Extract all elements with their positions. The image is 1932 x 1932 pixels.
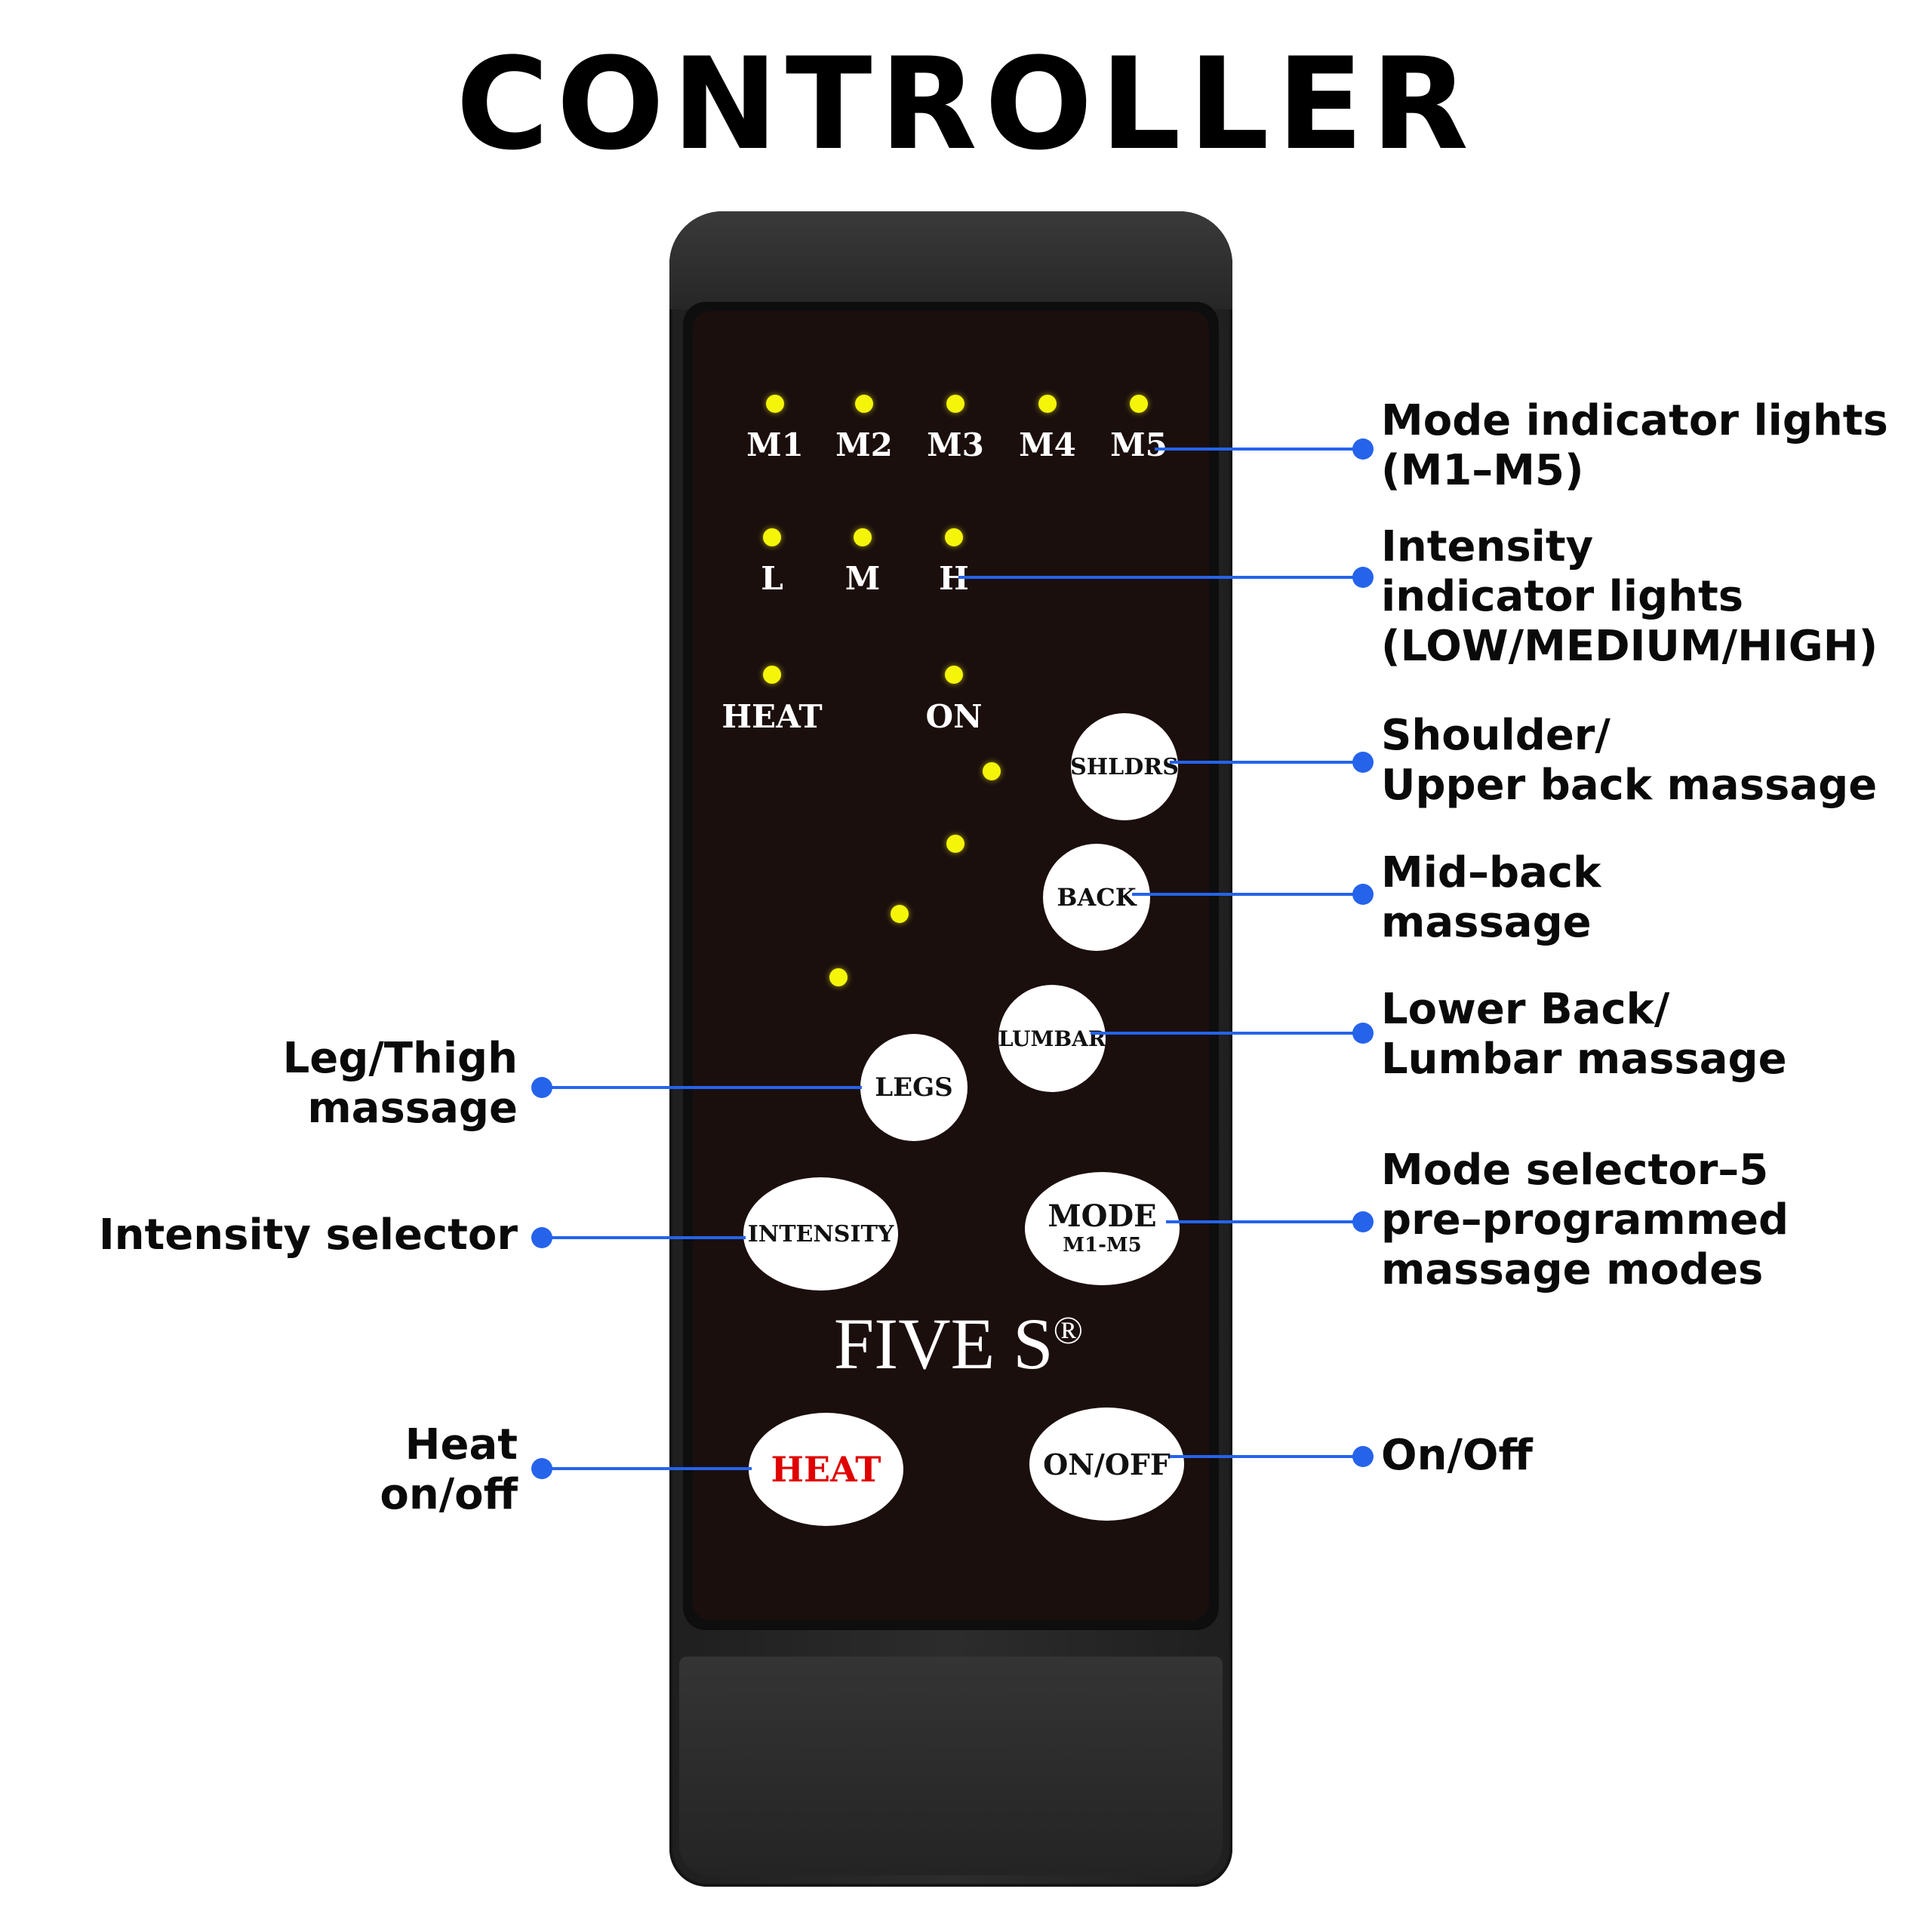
- intensity-button[interactable]: INTENSITY: [743, 1177, 898, 1291]
- heat-led-label: HEAT: [721, 698, 823, 735]
- callout-line-intensity-lights: [958, 576, 1361, 579]
- shoulders-button-label: SHLDRS: [1070, 753, 1179, 780]
- onoff-button[interactable]: ON/OFF: [1029, 1407, 1184, 1521]
- onoff-button-label: ON/OFF: [1043, 1447, 1171, 1481]
- annotation-midback: Mid–back massage: [1381, 848, 1601, 948]
- mode-led-m3: [946, 395, 964, 413]
- mode-label-m3: M3: [927, 426, 984, 463]
- annotation-mode-lights-line2: (M1–M5): [1381, 446, 1584, 495]
- annotation-mode-selector-line3: massage modes: [1381, 1245, 1764, 1294]
- annotation-lumbar: Lower Back/ Lumbar massage: [1381, 985, 1787, 1084]
- annotation-legs-line1: Leg/Thigh: [282, 1034, 518, 1083]
- callout-line-mode-lights: [1155, 448, 1361, 451]
- remote-top-cap: [669, 211, 1232, 309]
- annotation-intensity-lights-line2: indicator lights: [1381, 572, 1744, 621]
- intensity-led-low: [763, 528, 781, 546]
- annotation-legs: Leg/Thigh massage: [151, 1034, 518, 1134]
- lumbar-button[interactable]: LUMBAR: [998, 985, 1106, 1092]
- callout-dot-midback: [1352, 884, 1374, 905]
- intensity-led-high: [945, 528, 963, 546]
- annotation-shoulder: Shoulder/ Upper back massage: [1381, 711, 1877, 811]
- callout-line-lumbar: [1091, 1032, 1361, 1035]
- annotation-lumbar-line2: Lumbar massage: [1381, 1035, 1787, 1084]
- mode-led-m1: [766, 395, 784, 413]
- callout-dot-onoff: [1352, 1446, 1374, 1467]
- callout-line-onoff: [1170, 1455, 1361, 1458]
- zone-led-shoulders: [983, 762, 1001, 780]
- annotation-onoff-line1: On/Off: [1381, 1431, 1533, 1480]
- callout-line-legs: [542, 1086, 862, 1089]
- annotation-shoulder-line1: Shoulder/: [1381, 711, 1611, 760]
- mode-led-m4: [1038, 395, 1057, 413]
- annotation-midback-line2: massage: [1381, 898, 1592, 947]
- heat-button-label: HEAT: [771, 1449, 881, 1490]
- zone-led-back: [946, 835, 964, 853]
- page-title: CONTROLLER: [456, 30, 1476, 178]
- brand-logo: FIVE S®: [800, 1302, 1117, 1386]
- callout-dot-shoulder: [1352, 752, 1374, 773]
- intensity-label-low: L: [761, 560, 783, 597]
- callout-line-shoulder: [1170, 761, 1361, 764]
- annotation-intensity-lights-line1: Intensity: [1381, 522, 1594, 571]
- mode-label-m1: M1: [746, 426, 804, 463]
- intensity-button-label: INTENSITY: [747, 1220, 894, 1247]
- mode-led-m5: [1130, 395, 1148, 413]
- shoulders-button[interactable]: SHLDRS: [1070, 713, 1179, 820]
- annotation-mode-selector: Mode selector–5 pre–programmed massage m…: [1381, 1146, 1789, 1295]
- intensity-label-medium: M: [844, 560, 881, 597]
- heat-button[interactable]: HEAT: [749, 1413, 903, 1526]
- remote-bottom-cap: [679, 1657, 1223, 1875]
- callout-line-mode-selector: [1166, 1220, 1361, 1223]
- annotation-heat: Heat on/off: [151, 1420, 518, 1520]
- annotation-lumbar-line1: Lower Back/: [1381, 985, 1670, 1034]
- legs-button-label: LEGS: [875, 1072, 953, 1103]
- intensity-led-medium: [854, 528, 872, 546]
- callout-dot-lumbar: [1352, 1023, 1374, 1044]
- mode-label-m5: M5: [1110, 426, 1168, 463]
- callout-line-intensity-selector: [542, 1236, 746, 1239]
- mode-button-label: MODE: [1048, 1198, 1157, 1234]
- lumbar-button-label: LUMBAR: [998, 1026, 1106, 1051]
- annotation-mode-selector-line2: pre–programmed: [1381, 1195, 1789, 1244]
- on-led-label: ON: [925, 698, 983, 735]
- callout-line-midback: [1132, 893, 1361, 896]
- back-button[interactable]: BACK: [1043, 844, 1150, 951]
- registered-mark: ®: [1053, 1309, 1084, 1352]
- annotation-shoulder-line2: Upper back massage: [1381, 761, 1878, 810]
- legs-button[interactable]: LEGS: [860, 1034, 968, 1141]
- annotation-onoff: On/Off: [1381, 1431, 1533, 1481]
- annotation-legs-line2: massage: [307, 1084, 518, 1133]
- annotation-heat-line1: Heat: [405, 1420, 518, 1469]
- annotation-mode-selector-line1: Mode selector–5: [1381, 1146, 1769, 1195]
- annotation-mode-lights-line1: Mode indicator lights: [1381, 396, 1888, 445]
- mode-button[interactable]: MODE M1-M5: [1025, 1172, 1180, 1285]
- on-led: [945, 666, 963, 684]
- mode-led-m2: [855, 395, 873, 413]
- callout-dot-intensity-lights: [1352, 567, 1374, 588]
- zone-led-lumbar: [891, 905, 909, 923]
- heat-led: [763, 666, 781, 684]
- brand-name: FIVE S: [833, 1303, 1054, 1384]
- mode-label-m4: M4: [1019, 426, 1076, 463]
- annotation-heat-line2: on/off: [380, 1470, 518, 1519]
- annotation-intensity-lights: Intensity indicator lights (LOW/MEDIUM/H…: [1381, 522, 1878, 672]
- callout-dot-mode-selector: [1352, 1211, 1374, 1232]
- mode-label-m2: M2: [835, 426, 893, 463]
- annotation-midback-line1: Mid–back: [1381, 848, 1601, 897]
- annotation-intensity-lights-line3: (LOW/MEDIUM/HIGH): [1381, 622, 1878, 671]
- back-button-label: BACK: [1057, 883, 1137, 912]
- annotation-mode-lights: Mode indicator lights (M1–M5): [1381, 396, 1888, 496]
- callout-line-heat: [542, 1467, 752, 1470]
- mode-button-sublabel: M1-M5: [1063, 1234, 1142, 1257]
- annotation-intensity-selector: Intensity selector: [75, 1211, 518, 1260]
- callout-dot-mode-lights: [1352, 438, 1374, 460]
- annotation-intensity-selector-line1: Intensity selector: [98, 1211, 518, 1260]
- zone-led-legs: [829, 968, 848, 986]
